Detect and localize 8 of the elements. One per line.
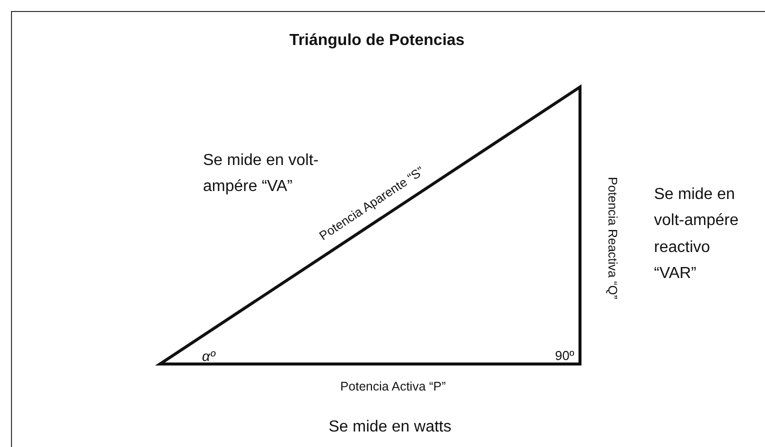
angle-label: αº xyxy=(202,348,216,365)
unit-note: Se mide en watts xyxy=(328,417,452,437)
angle-label: 90º xyxy=(555,348,574,364)
unit-note: Se mide en volt-ampére “VA” xyxy=(203,151,320,198)
side-label: Potencia Activa “P” xyxy=(340,380,446,394)
unit-note: Se mide en volt-ampére reactivo “VAR” xyxy=(654,185,740,284)
title: Triángulo de Potencias xyxy=(289,32,465,50)
side-label: Potencia Reactiva “Q” xyxy=(604,176,620,300)
